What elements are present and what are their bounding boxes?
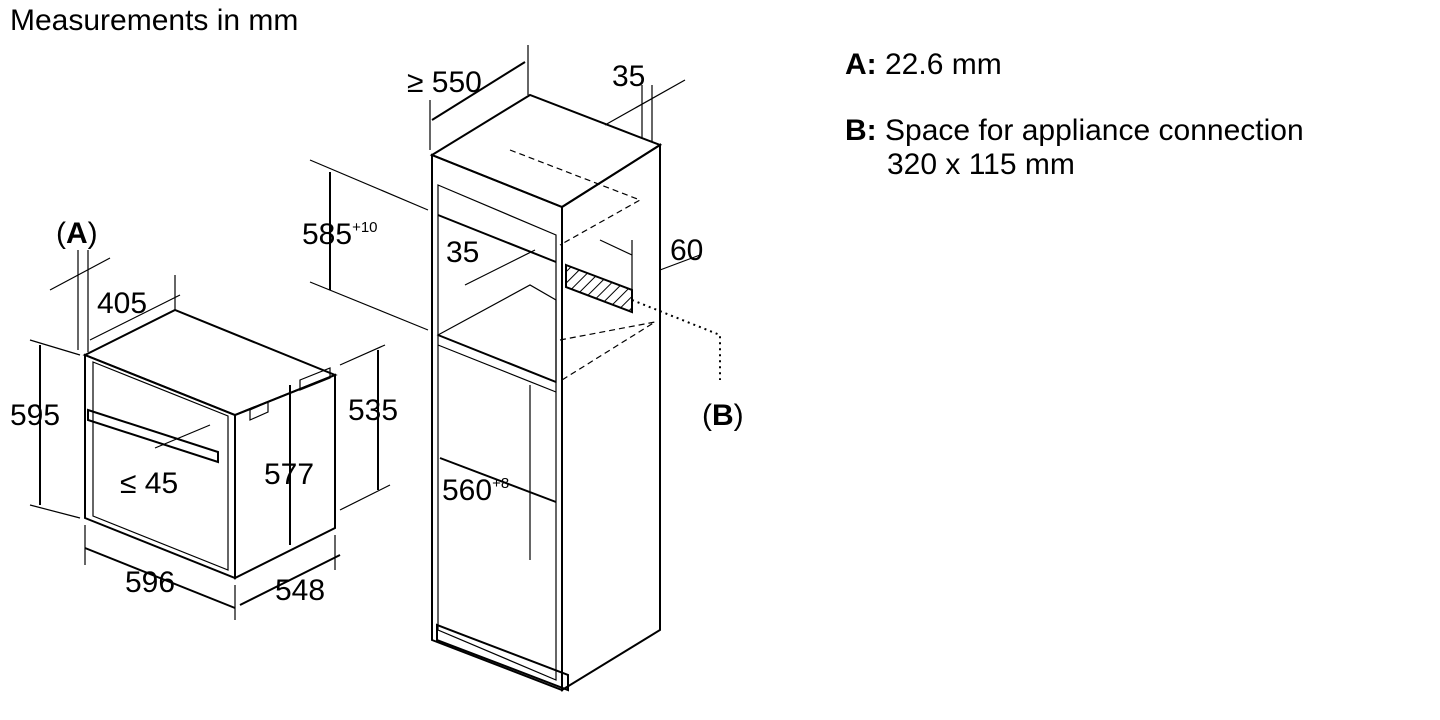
label-595: 595 xyxy=(10,399,60,432)
oven-top xyxy=(82,308,338,417)
legend-b: B: Space for appliance connection 320 x … xyxy=(845,114,1304,182)
dim-550-line xyxy=(431,61,526,121)
label-585: 585+10 xyxy=(302,218,378,251)
label-b-letter: B xyxy=(712,399,734,432)
label-560-tolerance: +8 xyxy=(492,475,509,492)
dashed-top-insert xyxy=(509,149,642,246)
dim-535-ext-top xyxy=(339,344,386,366)
oven-rear-detail xyxy=(299,367,331,391)
shelf-middle-edge xyxy=(437,344,557,393)
legend-a: A: 22.6 mm xyxy=(845,48,1002,82)
oven-dimension-lines xyxy=(29,250,391,620)
dim-60-line-b xyxy=(659,254,701,271)
dim-596-line xyxy=(84,547,236,609)
shelf-middle-top xyxy=(436,284,557,383)
label-560: 560+8 xyxy=(442,474,509,507)
label-585-value: 585 xyxy=(302,218,352,251)
label-b: (B) xyxy=(702,399,744,432)
cabinet-opening xyxy=(437,184,557,681)
cabinet-dimension-lines xyxy=(309,45,721,503)
dashed-mid-insert xyxy=(559,321,656,381)
cabinet-plinth xyxy=(436,623,569,692)
legend-b-line2: 320 x 115 mm xyxy=(887,148,1075,181)
legend-b-line1: Space for appliance connection xyxy=(885,114,1304,147)
connection-leader xyxy=(631,299,721,380)
dim-595-ext-top xyxy=(29,339,81,356)
dim-535-ext-bottom xyxy=(339,484,391,511)
dim-548-line xyxy=(239,554,341,606)
label-35-mid: 35 xyxy=(446,236,479,269)
cabinet-drawing xyxy=(429,93,663,692)
dim-585-ext-bottom xyxy=(309,281,429,331)
dim-585-ext-top xyxy=(309,159,429,211)
dim-35-top-line xyxy=(604,79,686,126)
dim-595-ext-bottom xyxy=(29,504,81,519)
label-a-letter: A xyxy=(66,217,88,250)
oven-drawing xyxy=(82,308,338,580)
label-60: 60 xyxy=(670,234,703,267)
label-35-top: 35 xyxy=(612,60,645,93)
label-596: 596 xyxy=(125,566,175,599)
label-577: 577 xyxy=(264,458,314,491)
label-535: 535 xyxy=(348,394,398,427)
cabinet-top xyxy=(429,93,663,209)
dim-a-line xyxy=(49,257,111,291)
oven-side-detail xyxy=(249,401,269,421)
page-title: Measurements in mm xyxy=(10,4,299,37)
oven-side xyxy=(234,373,336,580)
oven-handle xyxy=(87,408,219,464)
dim-60-line-a xyxy=(599,239,633,256)
shelf-upper xyxy=(437,214,557,263)
legend-a-key: A: xyxy=(845,48,877,81)
legend-b-key: B: xyxy=(845,114,877,147)
oven-door-inner xyxy=(92,361,229,571)
label-45: ≤ 45 xyxy=(120,467,178,500)
dim-45-line xyxy=(154,424,211,449)
label-a: (A) xyxy=(56,217,98,250)
connection-space xyxy=(565,263,633,314)
label-585-tolerance: +10 xyxy=(352,219,377,236)
label-550: ≥ 550 xyxy=(407,66,482,99)
legend-a-text: 22.6 mm xyxy=(885,48,1002,81)
dim-35-mid-line xyxy=(464,249,536,286)
label-560-value: 560 xyxy=(442,474,492,507)
dim-560-line xyxy=(439,457,557,503)
label-548: 548 xyxy=(275,574,325,607)
dim-405-line xyxy=(89,294,181,341)
cabinet-side xyxy=(561,143,661,692)
label-405: 405 xyxy=(97,287,147,320)
